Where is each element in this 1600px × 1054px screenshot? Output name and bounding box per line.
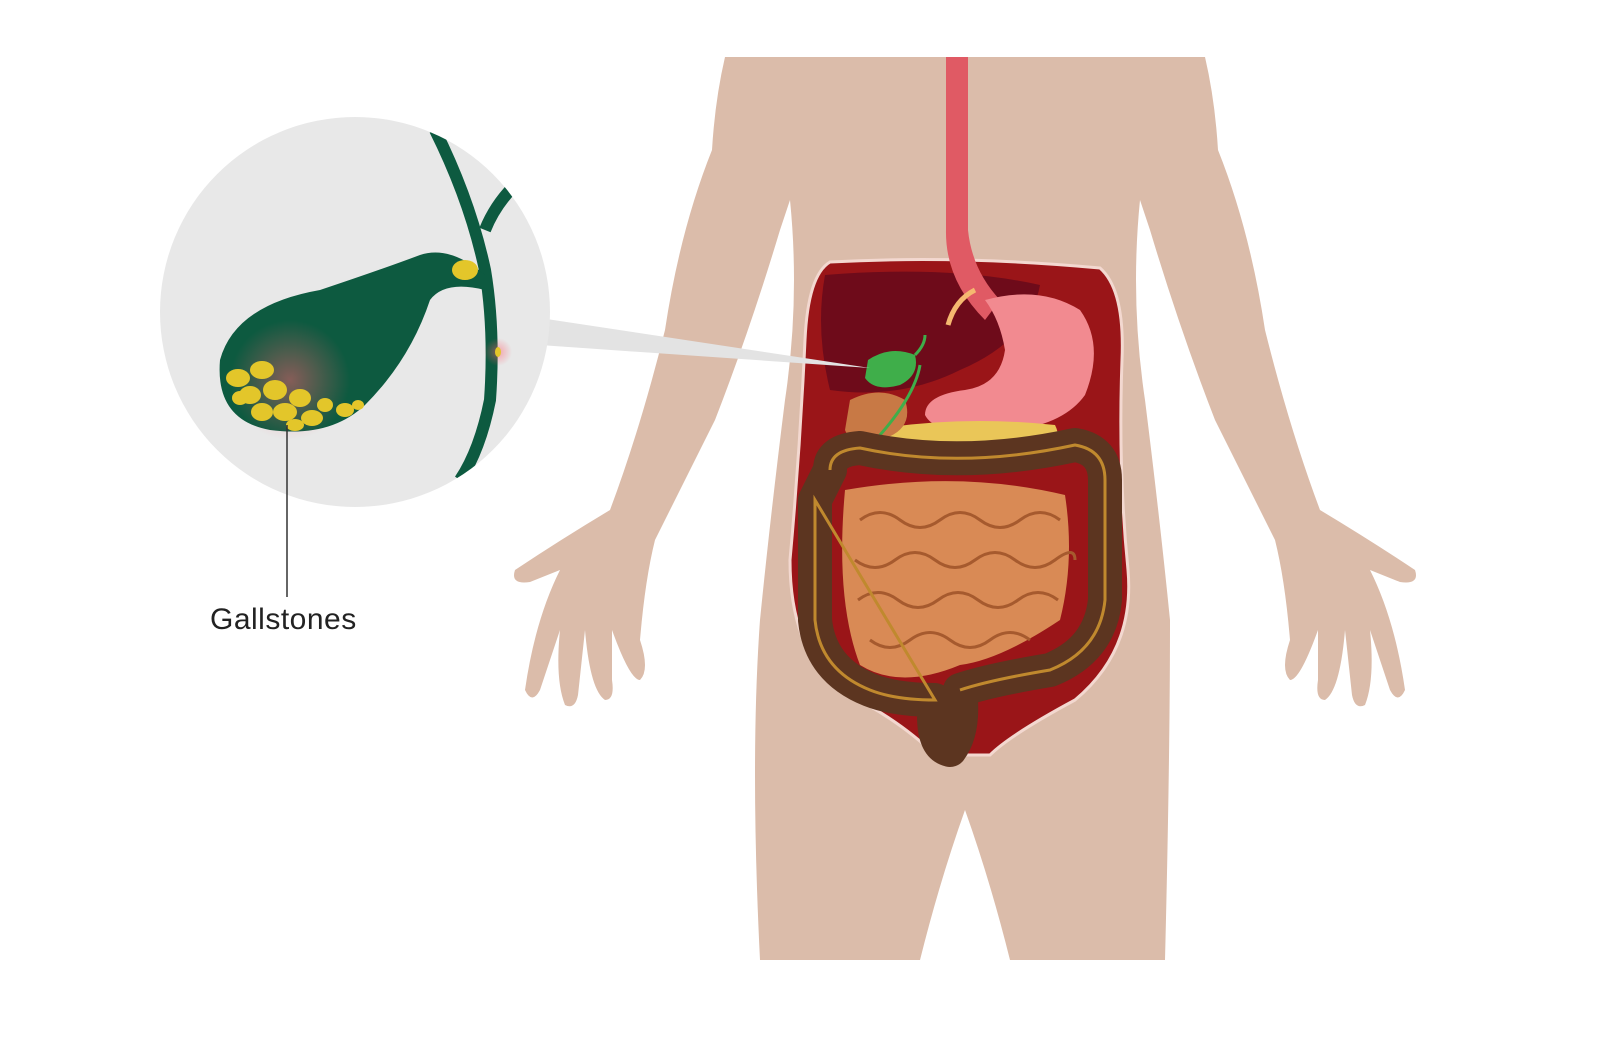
gallstones bbox=[226, 260, 501, 431]
duodenum bbox=[845, 392, 908, 442]
small-intestine bbox=[842, 481, 1069, 678]
gallbladder bbox=[865, 351, 916, 388]
bile-duct-small bbox=[945, 287, 977, 326]
small-intestine-folds bbox=[854, 511, 1077, 649]
callout-pointer bbox=[540, 318, 870, 368]
gallbladder-zoom-callout bbox=[160, 117, 550, 507]
bile-duct-zoomed bbox=[429, 127, 498, 484]
gallstones-label: Gallstones bbox=[210, 603, 357, 636]
colon-band bbox=[813, 443, 1107, 702]
stomach bbox=[925, 294, 1094, 433]
esophagus bbox=[945, 57, 1000, 320]
bile-duct bbox=[878, 334, 927, 436]
